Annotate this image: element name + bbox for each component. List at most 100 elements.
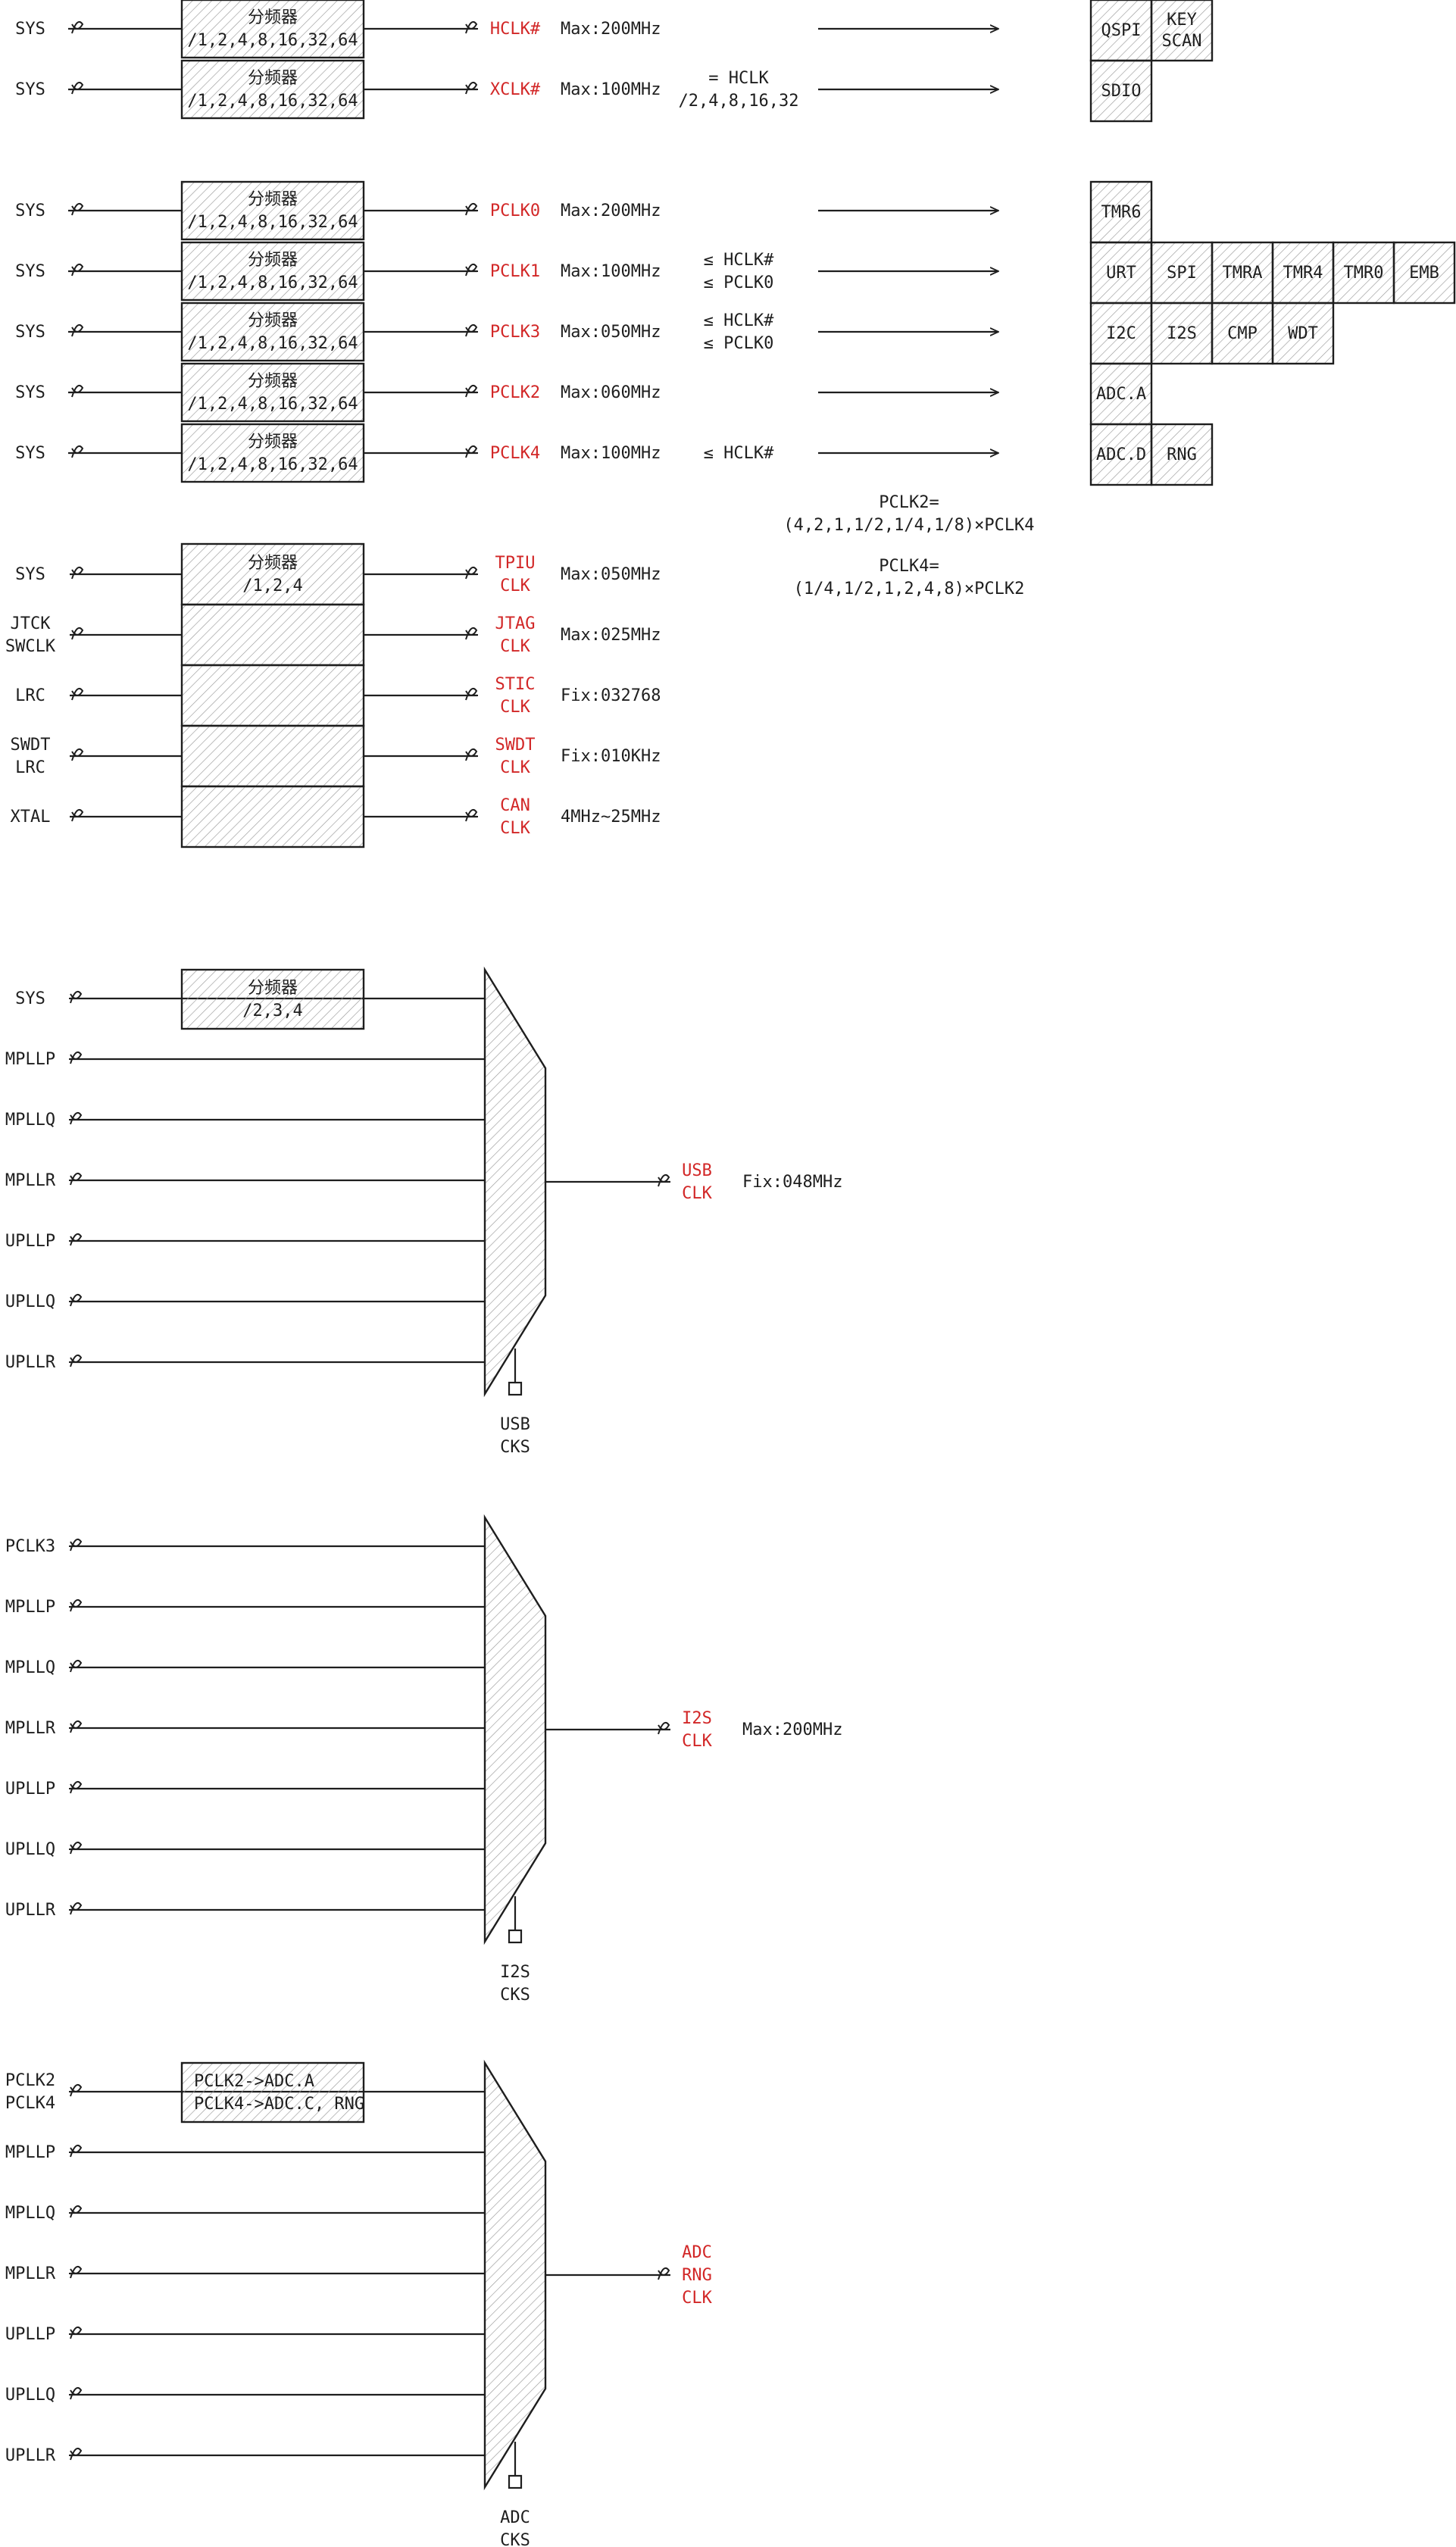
clock-output-label: TPIU bbox=[495, 554, 536, 573]
wire-knot bbox=[70, 809, 84, 822]
peripheral-cell bbox=[1392, 241, 1456, 305]
mux-section: SYSMPLLPMPLLQMPLLRUPLLPUPLLQUPLLR分频器/2,3… bbox=[5, 966, 842, 2547]
wire-knot bbox=[70, 264, 84, 277]
mux-select-label: I2S bbox=[500, 1963, 530, 1982]
wire-knot bbox=[69, 1781, 83, 1794]
clock-output-label: PCLK2 bbox=[490, 383, 540, 402]
mux-input-label: UPLLP bbox=[5, 2325, 55, 2344]
clock-output-label: CAN bbox=[500, 796, 530, 815]
wire-knot bbox=[464, 203, 478, 216]
mux-input-label: PCLK2 bbox=[5, 2071, 55, 2090]
mux-output-label: CLK bbox=[682, 1184, 712, 1203]
clock-mux-block: PCLK2PCLK4MPLLPMPLLQMPLLRUPLLPUPLLQUPLLR… bbox=[5, 2059, 713, 2547]
peripheral-cell bbox=[1211, 241, 1274, 305]
mux-input-label: MPLLQ bbox=[5, 2204, 55, 2223]
mux-divider-box bbox=[180, 2061, 365, 2124]
misc-clock-section: SYS分频器/1,2,4TPIUCLKMax:050MHzJTCKSWCLKJT… bbox=[5, 542, 661, 848]
mux-divider-text: PCLK2->ADC.A bbox=[194, 2072, 314, 2091]
clock-box bbox=[180, 664, 365, 727]
wire-knot bbox=[69, 2205, 83, 2218]
mux-input-label: MPLLQ bbox=[5, 1111, 55, 1130]
pclk-formula: PCLK4= bbox=[879, 557, 939, 576]
peripheral-cell bbox=[1271, 302, 1335, 365]
constraint-note: ≤ PCLK0 bbox=[704, 334, 774, 353]
frequency-label: Fix:010KHz bbox=[561, 747, 661, 766]
frequency-label: Fix:032768 bbox=[561, 686, 661, 705]
max-frequency-label: Max:100MHz bbox=[561, 444, 661, 463]
constraint-note: = HCLK bbox=[708, 69, 769, 88]
divider-box bbox=[180, 180, 365, 241]
peripheral-label: SCAN bbox=[1162, 32, 1202, 51]
wire-knot bbox=[70, 445, 84, 458]
source-label: SYS bbox=[15, 565, 45, 584]
constraint-note: ≤ HCLK# bbox=[704, 444, 774, 463]
peripheral-label: URT bbox=[1106, 264, 1136, 283]
clock-output-label: STIC bbox=[495, 675, 536, 694]
wire-knot bbox=[69, 991, 83, 1004]
wire-knot bbox=[69, 1842, 83, 1855]
mux-select-label: USB bbox=[500, 1415, 530, 1434]
wire-knot bbox=[70, 203, 84, 216]
divider-text: 分频器 bbox=[248, 190, 298, 209]
mux-output-label: RNG bbox=[682, 2266, 712, 2285]
divider-text: /1,2,4,8,16,32,64 bbox=[187, 273, 358, 292]
wire-knot bbox=[70, 688, 84, 701]
wire-knot bbox=[70, 82, 84, 95]
peripheral-label: TMR0 bbox=[1344, 264, 1384, 283]
divider-text: 分频器 bbox=[248, 251, 298, 270]
clock-output-label: XCLK# bbox=[490, 80, 541, 99]
wire-knot bbox=[70, 627, 84, 640]
source-label: SYS bbox=[15, 444, 45, 463]
peripheral-cell bbox=[1150, 241, 1214, 305]
peripheral-cell bbox=[1089, 241, 1153, 305]
wire-knot bbox=[464, 809, 478, 822]
mux-trapezoid bbox=[483, 1514, 547, 1945]
source-label: SYS bbox=[15, 80, 45, 99]
peripheral-label: RNG bbox=[1167, 445, 1197, 464]
mux-select-label: CKS bbox=[500, 1438, 530, 1457]
pclk-formula: (4,2,1,1/2,1/4,1/8)×PCLK4 bbox=[783, 516, 1034, 535]
mux-output-label: USB bbox=[682, 1161, 712, 1180]
mux-trapezoid bbox=[483, 966, 547, 1398]
source-label: LRC bbox=[15, 686, 45, 705]
peripheral-label: ADC.D bbox=[1096, 445, 1146, 464]
wire-knot bbox=[70, 567, 84, 580]
wire-knot bbox=[70, 385, 84, 398]
wire-knot bbox=[464, 324, 478, 337]
divider-text: 分频器 bbox=[248, 69, 298, 88]
max-frequency-label: Max:100MHz bbox=[561, 80, 661, 99]
wire-knot bbox=[70, 748, 84, 761]
wire-knot bbox=[464, 748, 478, 761]
divider-text: /1,2,4,8,16,32,64 bbox=[187, 213, 358, 232]
peripheral-label: TMR4 bbox=[1283, 264, 1323, 283]
mux-input-label: MPLLP bbox=[5, 2143, 55, 2162]
wire-knot bbox=[69, 1660, 83, 1673]
divider-box bbox=[180, 241, 365, 302]
source-label: SYS bbox=[15, 383, 45, 402]
clock-output-label: PCLK4 bbox=[490, 444, 540, 463]
divider-text: 分频器 bbox=[248, 554, 298, 573]
wire-knot bbox=[69, 2448, 83, 2461]
clock-box bbox=[180, 785, 365, 848]
peripheral-label: ADC.A bbox=[1096, 385, 1146, 404]
clock-output-label: JTAG bbox=[495, 614, 536, 633]
wire-knot bbox=[657, 1722, 670, 1735]
mux-output-label: CLK bbox=[682, 2289, 712, 2308]
clock-output-label: HCLK# bbox=[490, 20, 541, 39]
mux-input-label: UPLLQ bbox=[5, 1840, 55, 1859]
constraint-note: ≤ PCLK0 bbox=[704, 273, 774, 292]
wire-knot bbox=[70, 21, 84, 34]
source-label: JTCK bbox=[11, 614, 52, 633]
source-label: SYS bbox=[15, 202, 45, 220]
mux-input-label: PCLK3 bbox=[5, 1537, 55, 1556]
peripheral-label: TMRA bbox=[1223, 264, 1263, 283]
source-label: SYS bbox=[15, 262, 45, 281]
peripheral-cell bbox=[1089, 423, 1153, 486]
pclk-formula: PCLK2= bbox=[879, 493, 939, 512]
